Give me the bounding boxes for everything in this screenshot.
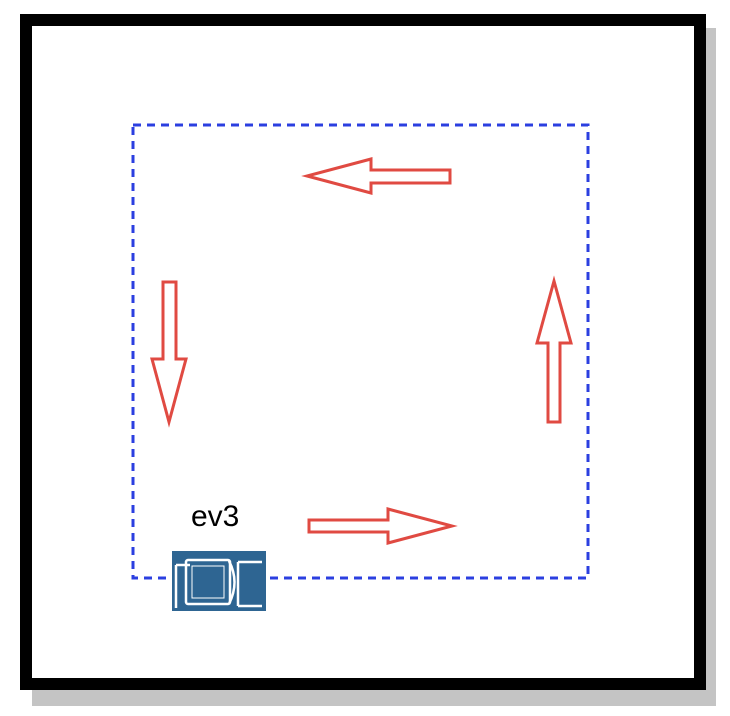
arrow-up-icon: [535, 275, 573, 424]
robot-path: [131, 123, 590, 580]
arrow-down-icon: [150, 280, 188, 428]
arena-border: [20, 14, 706, 690]
arrow-left-icon: [301, 157, 452, 195]
arrow-right-icon: [307, 507, 458, 545]
ev3-robot-icon: [172, 551, 266, 611]
robot-label: ev3: [191, 500, 239, 533]
